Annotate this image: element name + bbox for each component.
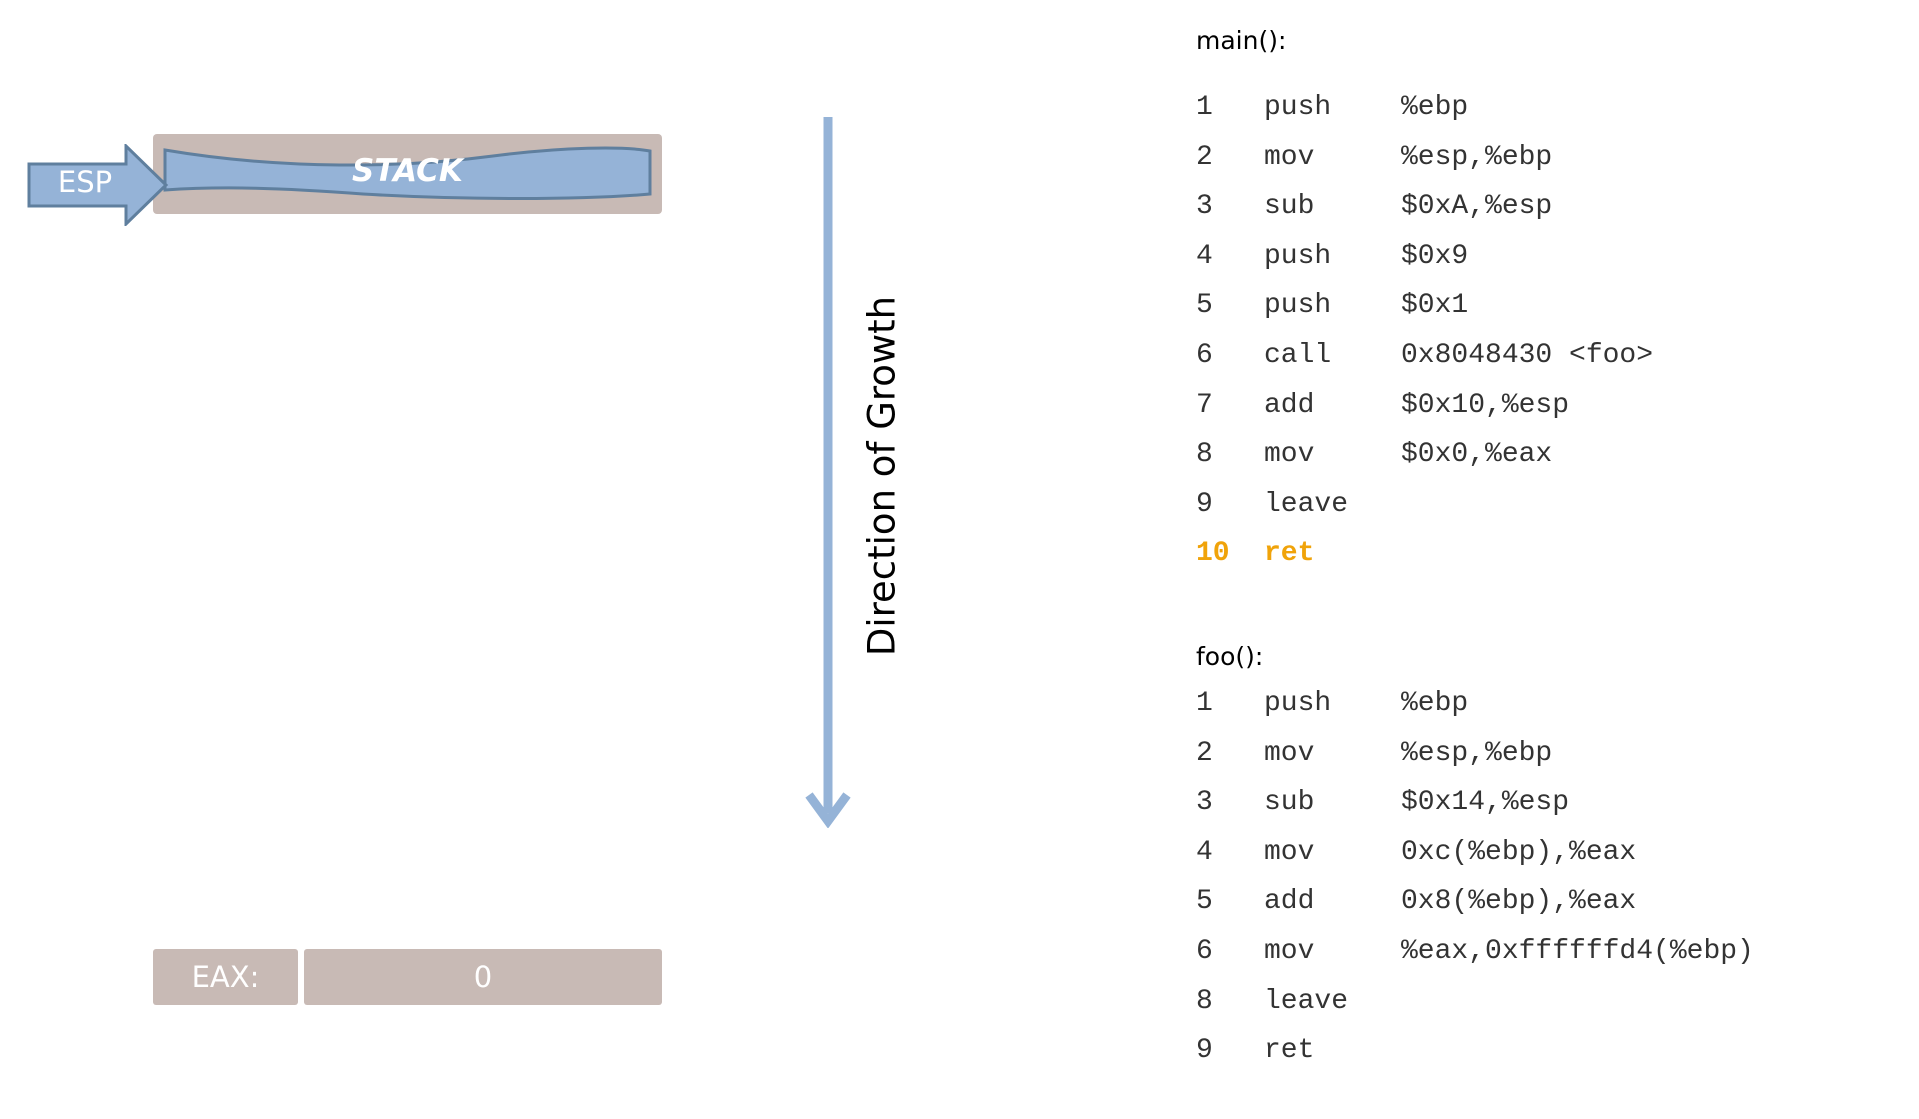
operands: $0xA,%esp [1401,191,1553,223]
stack-banner: STACK [163,142,652,206]
operands: $0x1 [1401,290,1469,322]
esp-label: ESP [57,165,113,199]
growth-arrow-shape [805,117,851,828]
opcode: mov [1264,439,1315,471]
opcode: sub [1264,787,1315,819]
line-number: 5 [1196,290,1213,322]
line-number: 3 [1196,787,1213,819]
eax-label: EAX: [153,949,298,1005]
operands: $0x9 [1401,240,1469,272]
opcode: mov [1264,737,1315,769]
operands: %esp,%ebp [1401,141,1553,173]
opcode: add [1264,886,1315,918]
line-number: 1 [1196,92,1213,123]
operands: $0x0,%eax [1401,439,1553,471]
operands: 0xc(%ebp),%eax [1401,836,1637,868]
opcode: ret [1264,1035,1315,1067]
opcode: push [1264,92,1332,123]
stack-banner-shape [163,146,652,200]
opcode: sub [1264,191,1315,223]
opcode: call [1264,339,1332,371]
operands: $0x14,%esp [1401,787,1570,819]
esp-pointer-arrow: ESP [26,144,171,226]
eax-value: 0 [304,949,662,1005]
opcode: leave [1264,985,1349,1017]
opcode: ret [1264,538,1315,570]
line-number: 8 [1196,439,1213,471]
operands: 0x8(%ebp),%eax [1401,886,1637,918]
opcode: mov [1264,935,1315,967]
opcode: push [1264,688,1332,719]
stack-panel: STACK [153,134,662,214]
main-title: main(): [1196,26,1287,55]
operands: %eax,0xffffffd4(%ebp) [1401,935,1754,967]
line-number: 9 [1196,1035,1213,1067]
opcode: add [1264,389,1315,421]
opcode: mov [1264,141,1315,173]
line-number: 6 [1196,935,1213,967]
line-number: 10 [1196,538,1230,570]
operands: %ebp [1401,92,1469,123]
line-number: 3 [1196,191,1213,223]
esp-arrow-shape [27,144,169,226]
opcode: push [1264,290,1332,322]
direction-of-growth-label: Direction of Growth [860,295,904,657]
operands: 0x8048430 <foo> [1401,339,1654,371]
line-number: 4 [1196,240,1213,272]
line-number: 2 [1196,737,1213,769]
opcode: push [1264,240,1332,272]
foo-title: foo(): [1196,642,1264,671]
line-number: 7 [1196,389,1213,421]
operands: %ebp [1401,688,1469,719]
line-number: 6 [1196,339,1213,371]
line-number: 5 [1196,886,1213,918]
stack-label: STACK [352,153,463,189]
line-number: 1 [1196,688,1213,719]
line-number: 9 [1196,488,1213,520]
opcode: leave [1264,488,1349,520]
opcode: mov [1264,836,1315,868]
line-number: 2 [1196,141,1213,173]
operands: %esp,%ebp [1401,737,1553,769]
line-number: 4 [1196,836,1213,868]
growth-arrow [805,113,851,828]
line-number: 8 [1196,985,1213,1017]
operands: $0x10,%esp [1401,389,1570,421]
